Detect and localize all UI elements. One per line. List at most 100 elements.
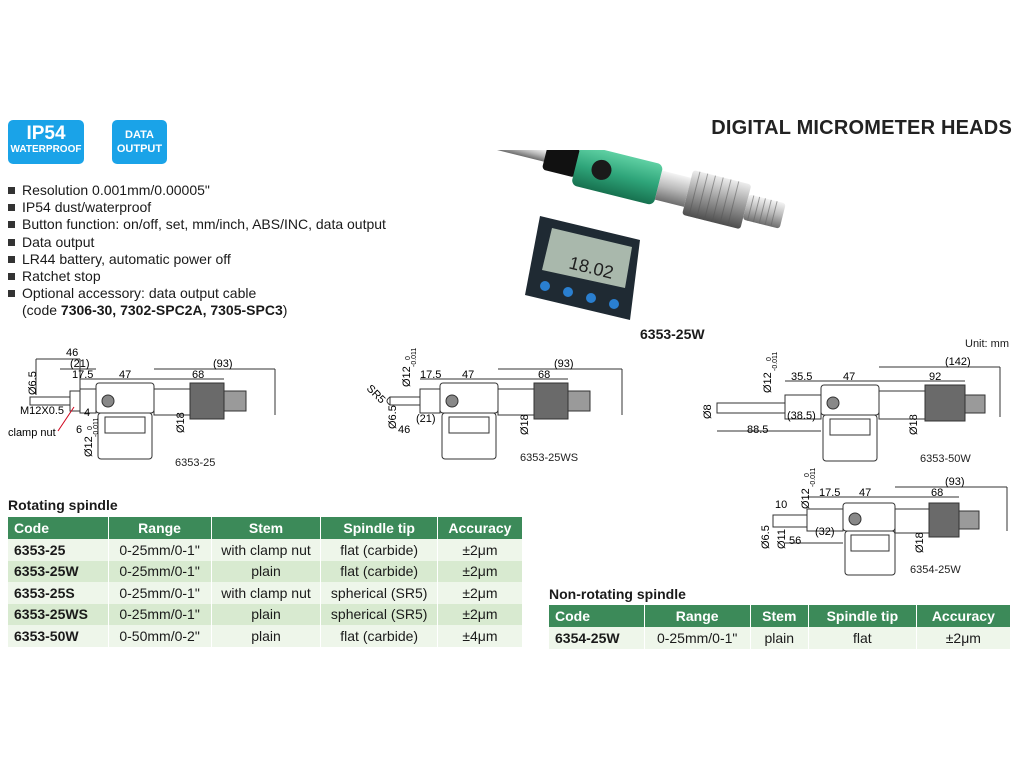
drawing-caption: 6353-25	[175, 457, 216, 469]
lcd-window	[104, 416, 146, 434]
dim-label: Ø12	[401, 366, 413, 387]
sleeve	[894, 508, 930, 534]
ratchet	[223, 390, 247, 412]
lcd-housing	[822, 414, 878, 462]
bullet-icon	[8, 255, 15, 263]
bullet-icon	[8, 204, 15, 212]
data-label: DATA	[125, 129, 154, 141]
callout-line	[57, 406, 75, 432]
table-row: 6353-25 0-25mm/0-1" with clamp nut flat …	[8, 539, 524, 561]
dim-label: 10	[775, 499, 787, 511]
dim-label: (93)	[945, 476, 965, 488]
table-cell: with clamp nut	[211, 582, 322, 604]
table-cell: spherical (SR5)	[320, 582, 438, 604]
rotating-spindle-title: Rotating spindle	[8, 497, 118, 513]
unit-note: Unit: mm	[965, 338, 1009, 350]
screw-icon	[445, 394, 459, 408]
page-title: DIGITAL MICROMETER HEADS	[711, 117, 1012, 139]
screw-icon	[591, 159, 612, 180]
dim-label: 17.5	[72, 369, 93, 381]
tolerance-label: 0	[804, 473, 811, 477]
ratchet	[964, 394, 986, 414]
bullet-icon	[8, 221, 15, 229]
lcd-window	[448, 416, 490, 434]
green-body	[572, 150, 663, 205]
dim-label: 47	[843, 371, 855, 383]
tolerance-label: 0	[405, 356, 412, 360]
tolerance-label: -0.011	[411, 348, 418, 367]
drawing-caption: 6353-50W	[920, 453, 971, 465]
table-row: 6354-25W 0-25mm/0-1" plain flat ±2μm	[549, 627, 1012, 649]
button-icon	[540, 281, 550, 291]
spindle	[29, 396, 71, 406]
column-header: Accuracy	[437, 517, 524, 539]
thimble	[533, 382, 569, 420]
table-cell: 6354-25W	[549, 627, 645, 649]
feature-list: Resolution 0.001mm/0.00005" IP54 dust/wa…	[8, 182, 386, 320]
table-row: 6353-25WS 0-25mm/0-1" plain spherical (S…	[8, 603, 524, 625]
ip54-label: IP54	[26, 123, 66, 144]
dim-label: Ø18	[914, 532, 926, 553]
clamp-nut-label: clamp nut	[8, 427, 56, 439]
table-cell: 6353-50W	[8, 625, 109, 647]
table-cell: ±4μm	[437, 625, 524, 647]
table-row: 6353-50W 0-50mm/0-2" plain flat (carbide…	[8, 625, 524, 647]
dim-label: 46	[66, 347, 78, 359]
column-header: Spindle tip	[808, 605, 917, 627]
table-header-row: Code Range Stem Spindle tip Accuracy	[8, 517, 524, 539]
table-cell: ±2μm	[437, 539, 524, 561]
table-cell: plain	[211, 560, 322, 582]
drawing-6354-25w: Ø12 -0.011 0 10 17.5 47 68 (93) Ø6.5 Ø11…	[760, 468, 1008, 576]
dim-label: Ø18	[908, 414, 920, 435]
stem	[419, 388, 441, 414]
button-icon	[563, 287, 573, 297]
dim-label: (38.5)	[787, 410, 816, 422]
table-row: 6353-25W 0-25mm/0-1" plain flat (carbide…	[8, 560, 524, 582]
column-header: Code	[549, 605, 645, 627]
bullet-icon	[8, 290, 15, 298]
drawing-caption: 6354-25W	[910, 564, 961, 576]
thimble	[682, 170, 751, 229]
dim-label: Ø12	[762, 372, 774, 393]
table-cell: ±2μm	[437, 582, 524, 604]
dim-label: (21)	[416, 413, 436, 425]
table-cell: 0-25mm/0-1"	[108, 582, 212, 604]
ratchet	[743, 194, 786, 229]
table-cell: plain	[211, 625, 322, 647]
bullet-icon	[8, 187, 15, 194]
column-header: Accuracy	[916, 605, 1012, 627]
dim-label: 92	[929, 371, 941, 383]
dim-label: 47	[859, 487, 871, 499]
lcd-housing	[441, 412, 497, 460]
column-header: Range	[644, 605, 751, 627]
output-label: OUTPUT	[116, 143, 163, 155]
waterproof-label: WATERPROOF	[10, 144, 82, 155]
dim-label: 68	[192, 369, 204, 381]
dim-label: (142)	[945, 356, 971, 368]
table-cell: 0-25mm/0-1"	[644, 627, 751, 649]
table-cell: with clamp nut	[211, 539, 322, 561]
dim-label: (93)	[213, 358, 233, 370]
dim-label: Ø8	[702, 404, 714, 419]
dim-label: 4	[84, 407, 90, 419]
tolerance-label: 0	[87, 426, 94, 430]
ratchet	[958, 510, 980, 530]
bullet-icon	[8, 238, 15, 246]
dim-label: 47	[462, 369, 474, 381]
sleeve	[153, 388, 191, 416]
feature-item: Button function: on/off, set, mm/inch, A…	[8, 216, 386, 233]
bullet-icon	[8, 273, 15, 281]
product-photo: 18.02	[490, 150, 786, 320]
sleeve	[654, 170, 692, 207]
thimble	[924, 384, 966, 422]
table-cell: flat (carbide)	[320, 625, 438, 647]
dim-label: Ø11	[776, 529, 788, 549]
table-cell: ±2μm	[437, 603, 524, 625]
lcd-window	[829, 418, 871, 436]
data-output-badge: DATA OUTPUT	[112, 120, 167, 164]
table-cell: flat (carbide)	[320, 539, 438, 561]
rotating-spec-table: Code Range Stem Spindle tip Accuracy 635…	[8, 517, 524, 647]
column-header: Code	[8, 517, 109, 539]
feature-item: Data output	[8, 234, 386, 251]
dim-label: 56	[789, 535, 801, 547]
